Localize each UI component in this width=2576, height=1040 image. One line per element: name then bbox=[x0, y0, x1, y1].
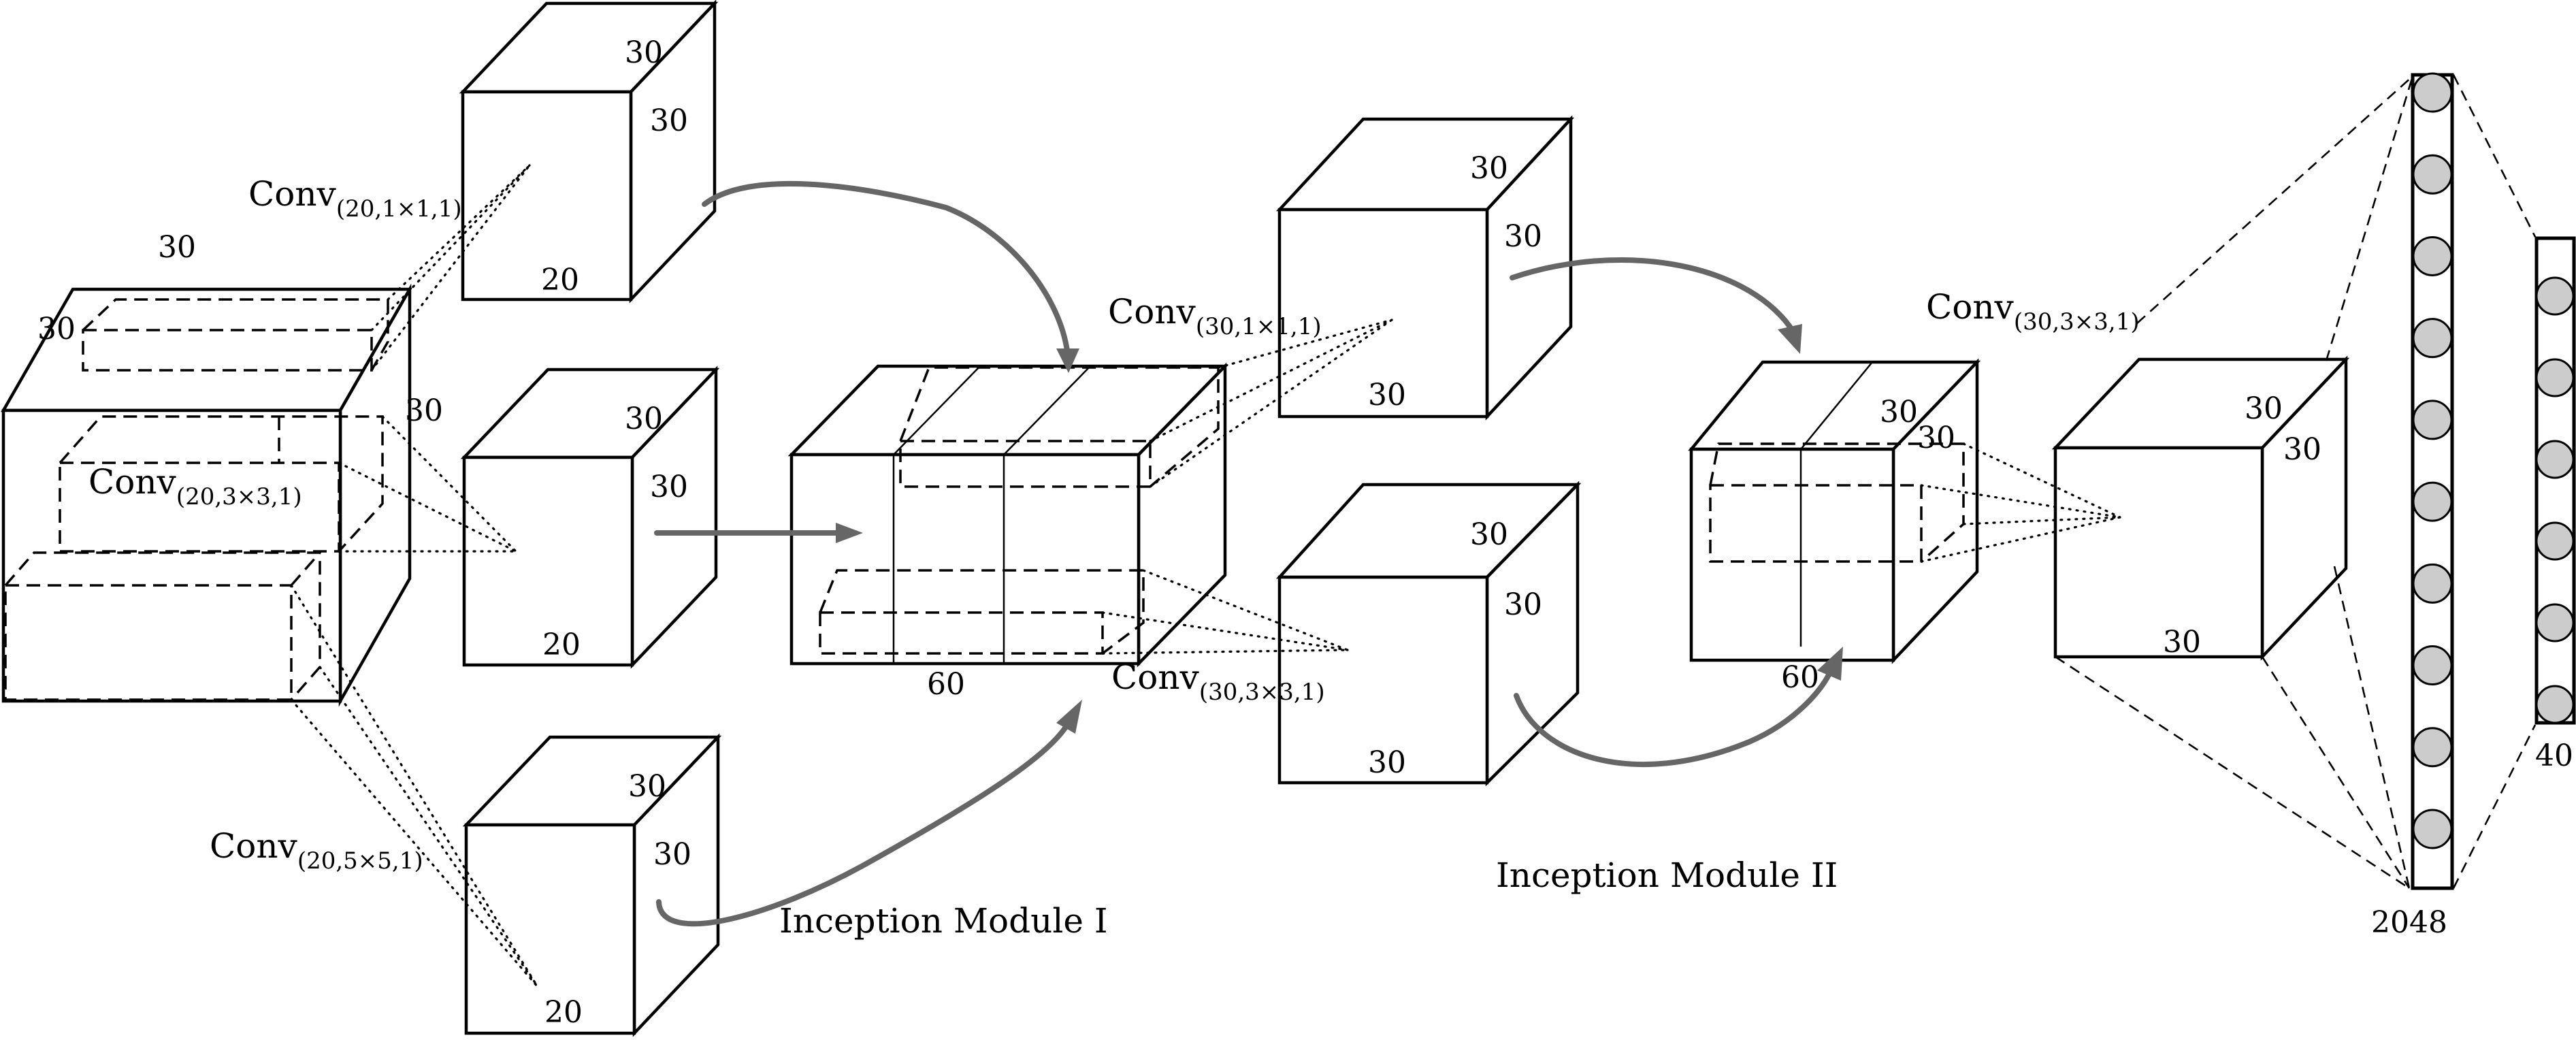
concat2-top-label: 30 bbox=[1880, 395, 1918, 429]
fc-layer-2048-neuron-3 bbox=[2412, 235, 2453, 276]
fc-layer-40-neuron-1 bbox=[2535, 276, 2575, 316]
fc-layer-2048-neuron-9 bbox=[2412, 727, 2453, 768]
module2b-top-label: 30 bbox=[1470, 517, 1508, 552]
module2b-right-label: 30 bbox=[1504, 587, 1542, 622]
module2a-right-label: 30 bbox=[1504, 219, 1542, 254]
branch-cube-1x1 bbox=[459, 0, 719, 304]
conv-label-m3-3x3: Conv(30,3×3,1) bbox=[1926, 287, 2140, 336]
branch-cube-3x3 bbox=[460, 365, 720, 669]
module2a-bottom-label: 30 bbox=[1368, 378, 1406, 412]
module2a-top-label: 30 bbox=[1470, 151, 1508, 186]
final-volume bbox=[2051, 355, 2350, 661]
inception-module-2-label: Inception Module II bbox=[1496, 856, 1838, 895]
arrows-module-1 bbox=[654, 181, 1082, 927]
module2-cube-3x3 bbox=[1275, 481, 1582, 787]
arrows-module-2 bbox=[1510, 257, 1843, 768]
fc1-size-label: 2048 bbox=[2371, 905, 2447, 940]
module2-cube-1x1 bbox=[1275, 115, 1575, 421]
branch1-right-label: 30 bbox=[650, 103, 688, 138]
branch3-right-label: 30 bbox=[653, 837, 691, 872]
conv-label-1x1: Conv(20,1×1,1) bbox=[248, 174, 462, 223]
conv-label-m2-1x1: Conv(30,1×1,1) bbox=[1108, 292, 1322, 340]
fc2-size-label: 40 bbox=[2535, 738, 2573, 773]
branch-cube-5x5 bbox=[462, 733, 722, 1037]
concat-volume-2 bbox=[1688, 358, 1981, 664]
concat-volume-1 bbox=[787, 362, 1229, 668]
concat2-bottom-label: 60 bbox=[1781, 660, 1819, 695]
fc-layer-40-neuron-2 bbox=[2535, 358, 2575, 397]
inception-module-1-label: Inception Module I bbox=[779, 901, 1108, 941]
branch2-top-label: 30 bbox=[625, 402, 663, 436]
branch2-bottom-label: 20 bbox=[542, 628, 581, 662]
fc-layer-2048-neuron-5 bbox=[2412, 400, 2453, 440]
final-bottom-label: 30 bbox=[2163, 625, 2201, 660]
input-top-label: 30 bbox=[158, 230, 196, 265]
branch3-top-label: 30 bbox=[628, 769, 666, 804]
fc-layer-40-neuron-3 bbox=[2535, 440, 2575, 479]
input-left-label: 30 bbox=[37, 312, 76, 346]
fc-connections bbox=[2055, 74, 2537, 890]
branch1-bottom-label: 20 bbox=[541, 263, 579, 297]
branch3-bottom-label: 20 bbox=[544, 995, 583, 1030]
conv-projection-lines-module-3 bbox=[1920, 442, 2121, 563]
fc-layer-40-neuron-5 bbox=[2535, 603, 2575, 643]
concat1-bottom-label: 60 bbox=[927, 667, 965, 702]
fc-layer-40 bbox=[2534, 236, 2576, 725]
fc-layer-2048-neuron-1 bbox=[2412, 72, 2453, 113]
fc-layer-40-neuron-4 bbox=[2535, 521, 2575, 561]
fc-layer-2048-neuron-4 bbox=[2412, 318, 2453, 359]
conv-label-5x5: Conv(20,5×5,1) bbox=[210, 826, 423, 875]
fc-layer-2048-neuron-6 bbox=[2412, 481, 2453, 522]
final-right-label: 30 bbox=[2283, 432, 2321, 467]
conv-projection-lines-module-1 bbox=[290, 164, 539, 988]
conv-label-3x3: Conv(20,3×3,1) bbox=[88, 462, 302, 510]
branch2-right-label: 30 bbox=[650, 470, 688, 504]
module2b-bottom-label: 30 bbox=[1368, 745, 1406, 780]
fc-layer-2048 bbox=[2411, 72, 2454, 890]
fc-layer-2048-neuron-10 bbox=[2412, 809, 2453, 849]
branch1-top-label: 30 bbox=[625, 35, 663, 70]
concat2-right-label: 30 bbox=[1917, 421, 1955, 455]
conv-projection-lines-module-2a bbox=[1101, 319, 1393, 655]
final-top-label: 30 bbox=[2245, 391, 2283, 426]
fc-layer-2048-neuron-2 bbox=[2412, 154, 2453, 195]
conv-label-m2-3x3: Conv(30,3×3,1) bbox=[1111, 657, 1325, 706]
input-right-label: 30 bbox=[405, 393, 443, 428]
fc-layer-2048-neuron-8 bbox=[2412, 645, 2453, 686]
input-volume bbox=[1, 283, 412, 707]
fc-layer-40-neuron-6 bbox=[2535, 685, 2575, 724]
fc-layer-2048-neuron-7 bbox=[2412, 563, 2453, 604]
